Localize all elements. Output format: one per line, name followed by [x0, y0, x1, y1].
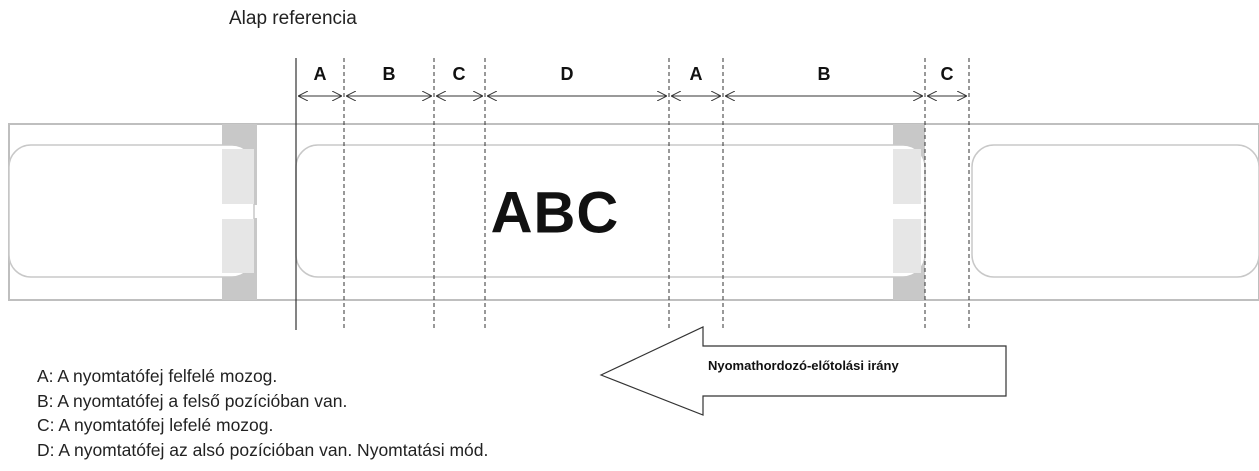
segment-label-d: D: [560, 64, 574, 84]
legend-item-c: C: A nyomtatófej lefelé mozog.: [37, 415, 274, 435]
segment-label-b: B: [817, 64, 831, 84]
legend: A: A nyomtatófej felfelé mozog. B: A nyo…: [37, 364, 488, 462]
segment-label-a: A: [313, 64, 327, 84]
segment-label-c: C: [452, 64, 466, 84]
segment-label-c: C: [940, 64, 954, 84]
reference-label: Alap referencia: [229, 8, 357, 29]
legend-item-b: B: A nyomtatófej a felső pozícióban van.: [37, 390, 348, 411]
label-right: [971, 144, 1259, 278]
feed-direction-arrow: [599, 326, 1007, 416]
legend-item-d: D: A nyomtatófej az alsó pozícióban van.…: [37, 439, 489, 460]
legend-item-a: A: A nyomtatófej felfelé mozog.: [37, 366, 278, 386]
label-center: [295, 144, 926, 278]
feed-direction-label: Nyomathordozó-előtolási irány: [708, 358, 899, 373]
segment-label-a: A: [689, 64, 703, 84]
segment-label-b: B: [382, 64, 396, 84]
printed-label-text: ABC: [490, 180, 620, 246]
label-left: [8, 144, 255, 278]
segment-boundaries: [343, 58, 970, 330]
